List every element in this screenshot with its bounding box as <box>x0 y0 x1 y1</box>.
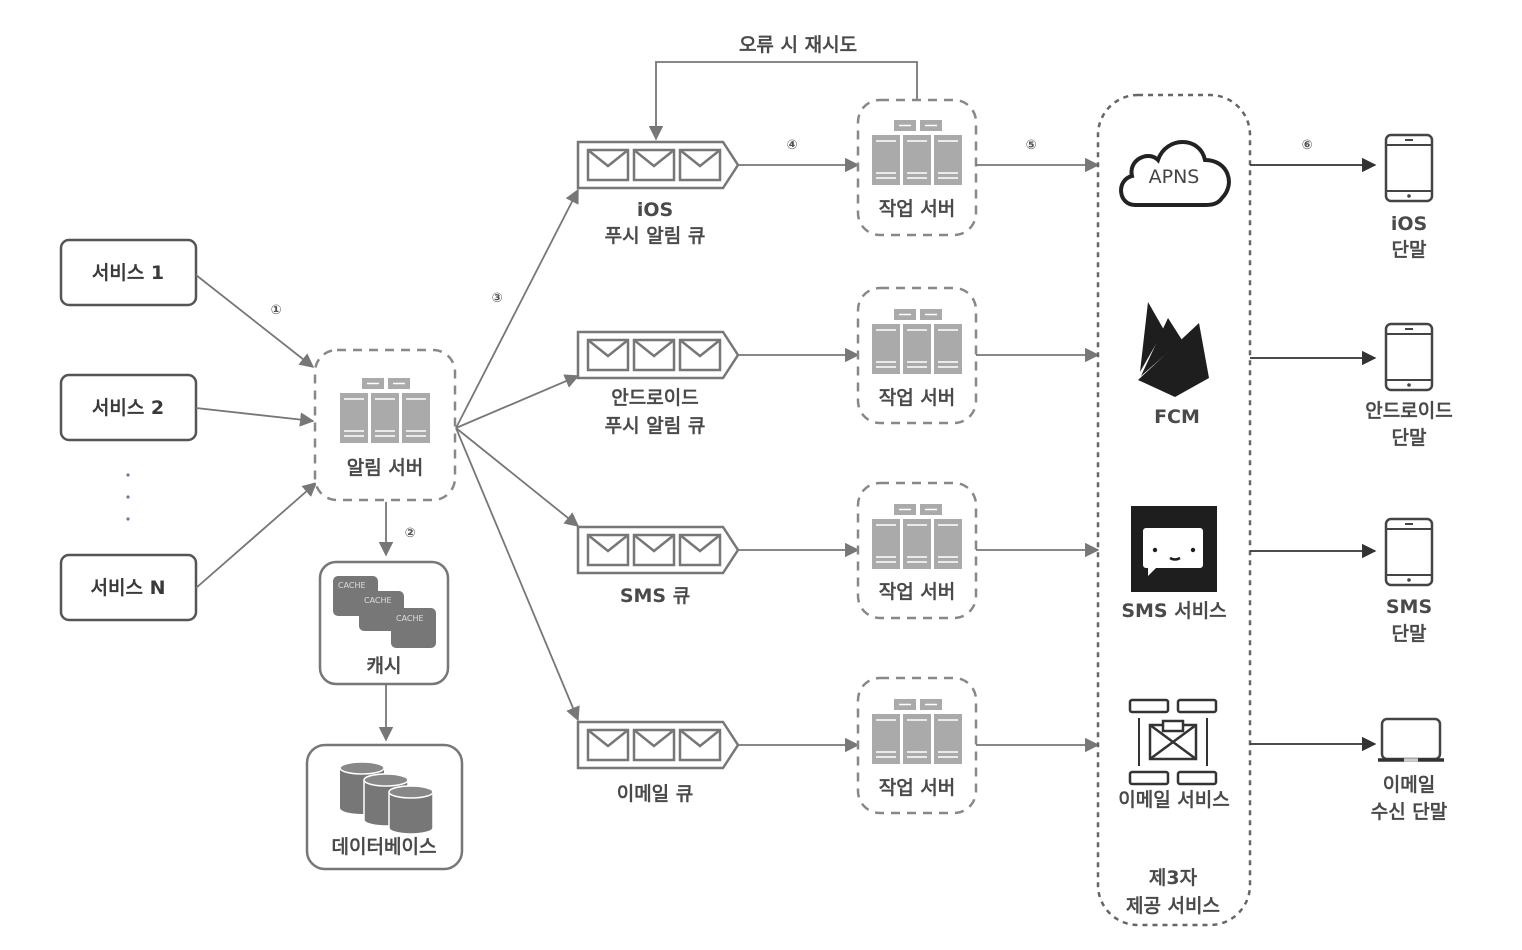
service-box-n[interactable]: 서비스 N <box>59 553 198 622</box>
sms-service-label: SMS 서비스 <box>1121 600 1226 622</box>
edge-service2-to-notification <box>195 407 315 427</box>
service-box-2[interactable]: 서비스 2 <box>59 373 198 442</box>
message-queue-icon <box>576 330 740 380</box>
queue-ios[interactable]: iOS 푸시 알림 큐 <box>576 140 740 247</box>
message-queue-icon <box>576 525 740 575</box>
worker-server-android[interactable]: 작업 서버 <box>856 286 978 425</box>
step-6-label: ⑥ <box>1301 138 1312 153</box>
worker-server-sms[interactable]: 작업 서버 <box>856 481 978 620</box>
queue-sms[interactable]: SMS 큐 <box>576 525 740 607</box>
edge-notification-to-android-queue <box>455 374 580 429</box>
queue-label-line2: 푸시 알림 큐 <box>605 225 706 247</box>
worker-server-ios[interactable]: 작업 서버 <box>856 98 978 237</box>
queue-label-line1: iOS <box>637 199 673 221</box>
provider-apns[interactable]: APNS <box>1119 140 1231 207</box>
apns-label: APNS <box>1149 166 1200 188</box>
worker-label: 작업 서버 <box>879 387 956 409</box>
cache-label: 캐시 <box>367 655 402 677</box>
worker-label: 작업 서버 <box>879 581 956 603</box>
fcm-label: FCM <box>1154 406 1200 428</box>
cache-box[interactable]: CACHE CACHE CACHE 캐시 <box>318 560 450 686</box>
third-party-services-group: 제3자 제공 서비스 <box>1096 93 1252 927</box>
device-label-line1: SMS <box>1386 596 1432 618</box>
third-party-label-line2: 제공 서비스 <box>1126 895 1220 917</box>
edge-notification-to-sms-queue <box>455 427 580 527</box>
step-1-label: ① <box>270 303 281 318</box>
notification-server-label: 알림 서버 <box>347 457 424 479</box>
database-icon <box>339 761 434 835</box>
queue-android[interactable]: 안드로이드 푸시 알림 큐 <box>576 330 740 437</box>
phone-icon <box>1384 517 1434 587</box>
svg-text:CACHE: CACHE <box>396 614 424 623</box>
retry-label: 오류 시 재시도 <box>739 34 857 56</box>
queue-email[interactable]: 이메일 큐 <box>576 720 740 805</box>
phone-icon <box>1384 322 1434 392</box>
edge-retry-loop <box>648 61 918 141</box>
email-service-icon <box>1128 698 1218 786</box>
edge-notification-to-email-queue <box>455 427 580 722</box>
provider-sms-service[interactable]: SMS 서비스 <box>1121 506 1227 622</box>
service-label: 서비스 2 <box>92 397 164 419</box>
device-android[interactable]: 안드로이드 단말 <box>1365 322 1453 449</box>
service-ellipsis <box>126 473 130 521</box>
step-3-label: ③ <box>491 291 502 306</box>
message-queue-icon <box>576 720 740 770</box>
device-label-line2: 단말 <box>1392 427 1427 449</box>
cloud-icon <box>1119 140 1231 207</box>
queue-label-line2: 푸시 알림 큐 <box>605 415 706 437</box>
device-sms[interactable]: SMS 단말 <box>1384 517 1434 645</box>
worker-label: 작업 서버 <box>879 777 956 799</box>
queue-label: 이메일 큐 <box>617 783 694 805</box>
database-label: 데이터베이스 <box>332 836 437 858</box>
email-service-label: 이메일 서비스 <box>1118 789 1230 811</box>
cache-icon: CACHE CACHE CACHE <box>333 576 436 648</box>
step-2-label: ② <box>404 526 415 541</box>
laptop-icon <box>1378 717 1444 762</box>
device-label-line1: 안드로이드 <box>1365 400 1452 422</box>
device-label-line2: 수신 단말 <box>1371 801 1448 823</box>
provider-fcm[interactable]: FCM <box>1138 302 1209 428</box>
database-box[interactable]: 데이터베이스 <box>305 743 464 871</box>
queue-label: SMS 큐 <box>620 585 690 607</box>
device-label-line1: 이메일 <box>1383 774 1435 796</box>
device-email[interactable]: 이메일 수신 단말 <box>1371 717 1448 823</box>
worker-label: 작업 서버 <box>879 198 956 220</box>
device-ios[interactable]: iOS 단말 <box>1384 133 1434 261</box>
notification-server[interactable]: 알림 서버 <box>313 348 457 502</box>
third-party-label-line1: 제3자 <box>1149 867 1198 889</box>
queue-label-line1: 안드로이드 <box>611 387 698 409</box>
step-4-label: ④ <box>786 138 797 153</box>
firebase-icon <box>1138 302 1209 397</box>
svg-text:CACHE: CACHE <box>364 596 392 605</box>
phone-icon <box>1384 133 1434 203</box>
edge-notification-to-ios-queue <box>455 188 579 429</box>
message-queue-icon <box>576 140 740 190</box>
worker-server-email[interactable]: 작업 서버 <box>856 676 978 815</box>
provider-email-service[interactable]: 이메일 서비스 <box>1118 698 1230 811</box>
device-label-line2: 단말 <box>1392 623 1427 645</box>
edge-serviceN-to-notification <box>195 482 318 589</box>
chat-bubble-icon <box>1131 506 1217 592</box>
edge-service1-to-notification <box>195 274 315 368</box>
service-label: 서비스 1 <box>92 262 164 284</box>
service-box-1[interactable]: 서비스 1 <box>59 238 198 307</box>
device-label-line2: 단말 <box>1392 239 1427 261</box>
service-label: 서비스 N <box>91 577 166 599</box>
step-5-label: ⑤ <box>1025 138 1036 153</box>
device-label-line1: iOS <box>1391 213 1427 235</box>
svg-text:CACHE: CACHE <box>338 581 366 590</box>
